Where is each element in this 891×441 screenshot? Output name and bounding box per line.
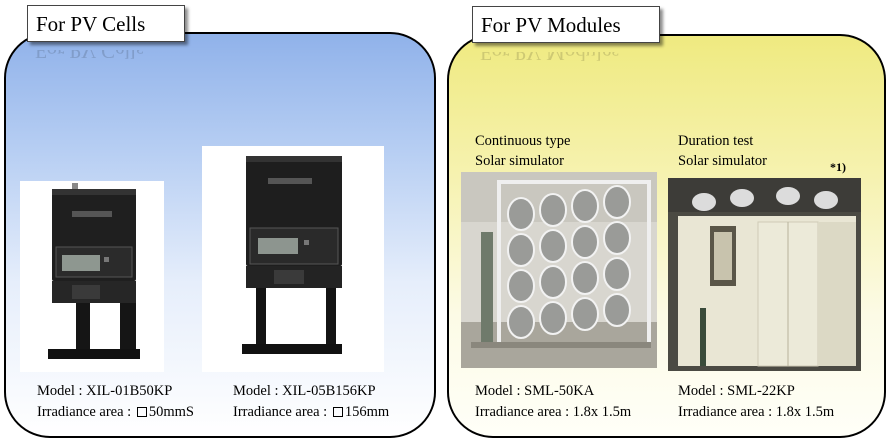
irradiance-label: Irradiance area : [37, 404, 135, 420]
irradiance-label: Irradiance area : [233, 404, 331, 420]
xil-05b156kp-model: Model : XIL-05B156KP [233, 383, 376, 399]
xil-01b50kp-irradiance: Irradiance area : 50mmS [37, 402, 194, 422]
xil-01b50kp-model: Model : XIL-01B50KP [37, 383, 173, 399]
sml-22kp-type-line1: Duration test [678, 133, 754, 149]
pv-modules-title: For PV Modules [472, 6, 660, 43]
sml-22kp-photo [668, 178, 861, 371]
sml-50ka-irradiance: Irradiance area : 1.8x 1.5m [475, 404, 632, 420]
pv-cells-title-reflection: For PV Cells [35, 50, 145, 62]
pv-modules-title-reflection: For PV Modules [480, 52, 620, 64]
xil-05b156kp-photo [202, 146, 384, 372]
sml-50ka-model: Model : SML-50KA [475, 383, 595, 399]
footnote-marker: *1) [830, 160, 846, 174]
xil-05b156kp-irradiance: Irradiance area : 156mm [233, 402, 389, 422]
irradiance-value: 156mm [344, 404, 390, 420]
irradiance-value: 50mmS [148, 404, 194, 420]
sml-50ka-photo [461, 172, 657, 368]
square-icon [332, 407, 343, 417]
sml-50ka-type-line1: Continuous type [475, 133, 571, 149]
square-icon [136, 407, 147, 417]
xil-01b50kp-photo [20, 181, 164, 372]
sml-22kp-irradiance: Irradiance area : 1.8x 1.5m [678, 404, 835, 420]
sml-50ka-type-line2: Solar simulator [475, 153, 565, 169]
pv-cells-title: For PV Cells [27, 5, 185, 42]
sml-22kp-type-line2: Solar simulator [678, 153, 768, 169]
sml-22kp-model: Model : SML-22KP [678, 383, 795, 399]
